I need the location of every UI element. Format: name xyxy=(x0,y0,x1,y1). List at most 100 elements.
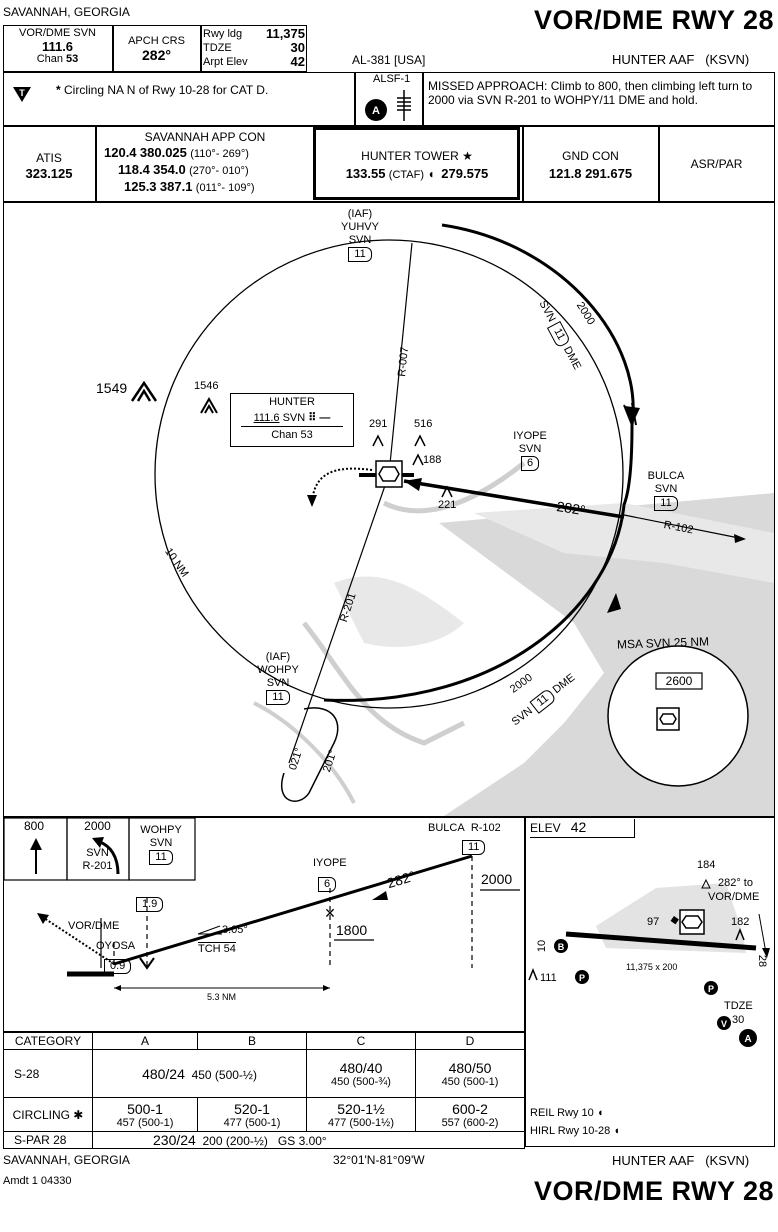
runway-28-label: 28 xyxy=(756,954,769,968)
profile-dme-1-9: 1.9 xyxy=(136,894,164,912)
radial-102 xyxy=(623,514,745,540)
alsf-label: ALSF-1 xyxy=(373,73,411,85)
hirl-note: HIRL Rwy 10-28 ◖ xyxy=(530,1125,620,1137)
footer-airport: HUNTER AAF (KSVN) xyxy=(612,1153,750,1168)
svg-text:A: A xyxy=(744,1034,751,1045)
missed-approach-path xyxy=(311,467,373,504)
apch-crs: 282° xyxy=(142,47,171,63)
circling-note: * Circling NA N of Rwy 10-28 for CAT D. xyxy=(56,83,269,97)
ten-nm-ring xyxy=(154,239,624,709)
profile-distance: 5.3 NM xyxy=(205,992,239,1002)
svg-text:B: B xyxy=(558,942,565,952)
nav-chan-label: Chan xyxy=(36,53,63,65)
nav-freq-box: VOR/DME SVN 111.6 Chan 53 xyxy=(5,27,110,66)
nav-freq: 111.6 xyxy=(41,39,74,54)
procedure-title: VOR/DME RWY 28 xyxy=(533,5,774,35)
profile-bulca-alt: 2000 xyxy=(481,871,513,887)
final-course xyxy=(403,479,625,519)
airport-tdze-label: TDZE xyxy=(724,1000,753,1012)
apch-crs-label: APCH CRS xyxy=(128,35,185,47)
profile-view xyxy=(3,817,525,1032)
pcl-icon: ◖ xyxy=(427,167,435,181)
briefing-strip xyxy=(3,25,307,72)
reil-note: REIL Rwy 10 ◖ xyxy=(530,1107,604,1119)
airport-obst-182: 182 xyxy=(731,916,750,928)
obstacle-symbols xyxy=(130,380,453,498)
obstacle-188: 188 xyxy=(423,454,442,466)
svg-text:P: P xyxy=(579,973,585,983)
vor-info-box: HUNTER 111.6 SVN ⠿ — Chan 53 xyxy=(230,393,354,447)
profile-graphic: ✕ xyxy=(4,818,520,991)
airport-vor-symbol xyxy=(679,909,705,935)
footer-procedure-title: VOR/DME RWY 28 xyxy=(533,1176,774,1206)
plan-view xyxy=(3,202,775,817)
profile-iyope-dme: 6 xyxy=(318,874,337,892)
profile-iyope-alt: 1800 xyxy=(336,922,368,938)
arpt-elev: 42 xyxy=(290,54,305,69)
svg-text:P: P xyxy=(708,984,714,994)
svg-text:T: T xyxy=(19,88,25,98)
plan-view-graphic xyxy=(130,223,774,816)
arc-north xyxy=(441,223,635,426)
airport-obst-111: 111 xyxy=(540,972,557,984)
comms-strip xyxy=(3,126,775,202)
airport-note-vordme: VOR/DME xyxy=(708,891,760,903)
vor-dme-symbol xyxy=(375,460,403,488)
footer-location: SAVANNAH, GEORGIA xyxy=(3,1153,130,1167)
nav-label: VOR/DME SVN xyxy=(18,27,96,39)
header-location: SAVANNAH, GEORGIA xyxy=(3,5,130,19)
obstacle-291: 291 xyxy=(369,418,388,430)
missed-approach-text: MISSED APPROACH: Climb to 800, then clim… xyxy=(428,79,753,107)
nav-chan: 53 xyxy=(66,53,79,65)
obstacle-1549: 1549 xyxy=(96,380,128,396)
radar-label: ASR/PAR xyxy=(690,157,743,171)
airport-graphic: B P P V A xyxy=(528,878,770,1047)
svg-text:A: A xyxy=(372,105,380,117)
runway-dimensions: 11,375 x 200 xyxy=(626,962,678,972)
tower-freqs: HUNTER TOWER ★ 133.55 (CTAF) ◖ 279.575 xyxy=(345,149,489,181)
hold-pattern xyxy=(281,707,339,802)
airport-diagram xyxy=(525,817,775,1147)
profile-oyosa: OYOSA xyxy=(96,940,136,952)
descent-path xyxy=(113,854,473,966)
obstacle-1546: 1546 xyxy=(194,380,219,392)
rwy-ldg: 11,375 xyxy=(265,26,305,41)
atis-freq: 323.125 xyxy=(25,166,73,181)
chart-id: AL-381 [USA] xyxy=(352,53,426,67)
airport-obst-184: 184 xyxy=(697,859,716,871)
profile-bulca: BULCA R-102 xyxy=(428,822,501,834)
airport-obst-97: 97 xyxy=(647,916,660,928)
airport-tdze: 30 xyxy=(732,1014,745,1026)
approach-light-icon: A xyxy=(362,88,417,127)
notes-strip xyxy=(3,72,775,126)
svg-text:V: V xyxy=(721,1019,727,1029)
footer-coords: 32°01'N-81°09'W xyxy=(333,1153,425,1167)
svg-text:✕: ✕ xyxy=(324,905,336,921)
profile-tch: TCH 54 xyxy=(198,942,236,955)
tower-box xyxy=(313,127,520,200)
profile-vordme-label: VOR/DME xyxy=(68,920,120,932)
obstacle-516: 516 xyxy=(414,418,433,430)
minimums-table: CATEGORY A B C D S-28 480/24 450 (500-½)… xyxy=(3,1032,525,1149)
header-airport: HUNTER AAF (KSVN) xyxy=(612,52,750,67)
arc-south xyxy=(323,504,626,702)
runway-10-label: 10 xyxy=(536,939,549,953)
apch-crs-box: APCH CRS 282° xyxy=(114,34,199,62)
profile-gs: 3.05° xyxy=(222,924,248,936)
tdze: 30 xyxy=(290,40,305,55)
obstacle-221: 221 xyxy=(438,499,457,511)
profile-iyope: IYOPE xyxy=(313,857,347,869)
amendment: Amdt 1 04330 xyxy=(3,1175,72,1187)
profile-bulca-dme: 11 xyxy=(462,837,486,855)
takeoff-minimums-icon: T xyxy=(12,85,32,108)
radial-201 xyxy=(288,473,390,764)
airport-elev: ELEV 42 xyxy=(530,819,635,838)
